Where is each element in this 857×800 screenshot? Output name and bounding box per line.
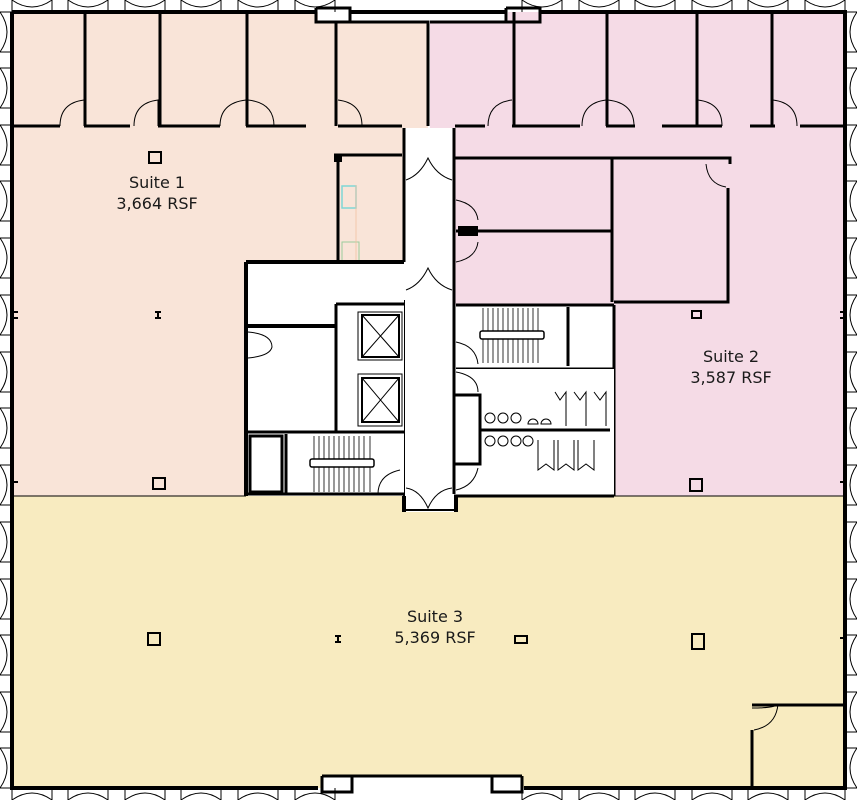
suite-3-label: Suite 3 5,369 RSF — [394, 606, 475, 648]
building-core — [244, 128, 616, 512]
suite-2-rooms — [454, 156, 732, 304]
column-icon — [148, 151, 162, 164]
suite-2-label: Suite 2 3,587 RSF — [690, 346, 771, 388]
suite-2-name: Suite 2 — [702, 347, 760, 366]
elevator-1 — [357, 311, 403, 361]
column-icon — [691, 633, 705, 650]
suite-3-name: Suite 3 — [406, 607, 464, 626]
suite-dividers — [12, 22, 845, 497]
suite-3-area: 5,369 RSF — [394, 628, 476, 647]
suite-3-room — [750, 703, 845, 788]
office-partitions — [12, 12, 845, 128]
suite-1-label: Suite 1 3,664 RSF — [116, 172, 197, 214]
column-icon — [691, 310, 702, 319]
stair-left — [309, 436, 375, 492]
suite-2-area: 3,587 RSF — [690, 368, 772, 387]
restroom-fixtures — [484, 390, 607, 471]
column-icon — [147, 632, 161, 646]
column-icon — [689, 478, 703, 492]
suite-3-area — [12, 496, 845, 788]
column-markers — [12, 151, 846, 650]
column-icon — [152, 477, 166, 490]
column-icon — [514, 635, 528, 644]
stair-right — [479, 308, 545, 363]
suite-fills — [12, 12, 845, 788]
elevator-2 — [357, 373, 403, 427]
suite-1-name: Suite 1 — [128, 173, 186, 192]
suite-2-area — [430, 12, 845, 496]
suite-1-area: 3,664 RSF — [116, 194, 198, 213]
suite-1-area — [12, 12, 428, 496]
